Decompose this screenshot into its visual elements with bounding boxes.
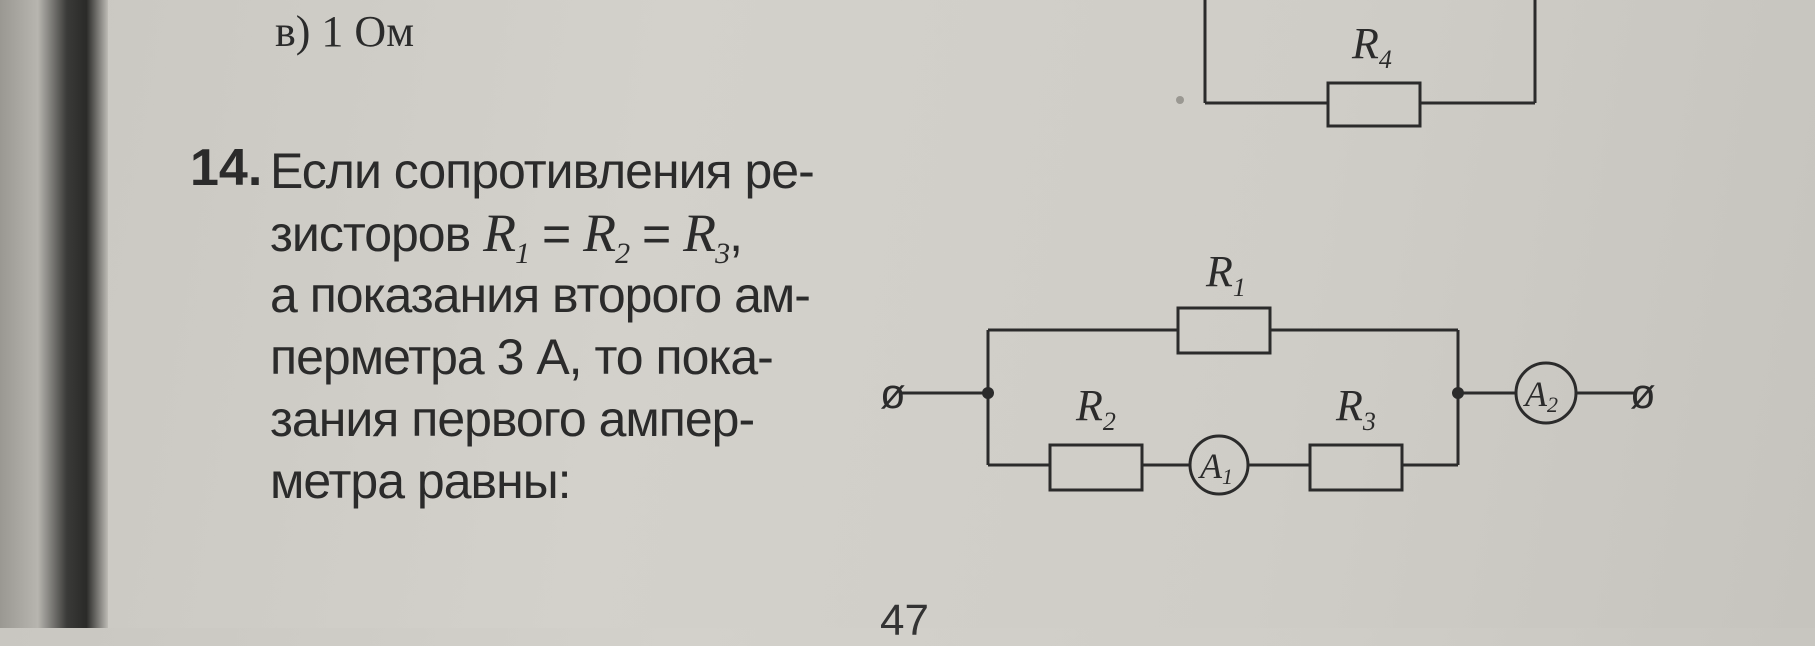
question-line-3: а показания второго ам-	[270, 267, 811, 323]
left-junction	[982, 387, 994, 399]
resistor-r4	[1326, 81, 1422, 128]
resistor-r1	[1176, 306, 1272, 355]
top-circuit	[1203, 0, 1537, 128]
r1-symbol: R1	[483, 203, 530, 270]
question-line-6: метра равны:	[270, 453, 572, 509]
circuit-diagrams: R4 ø ø R1 R2 R3 A1 A2	[880, 0, 1656, 496]
r2-symbol: R2	[583, 203, 630, 270]
question-line-1: Если сопротивления ре-	[270, 143, 815, 199]
comma: ,	[729, 206, 743, 262]
r2-label: R2	[1075, 381, 1116, 436]
r3-symbol: R3	[683, 203, 730, 270]
question-line-4: перметра 3 А, то пока-	[270, 329, 774, 385]
previous-answer-option: в) 1 Ом	[275, 7, 415, 56]
r1-label: R1	[1205, 247, 1246, 302]
equals-sign-2: =	[642, 206, 671, 262]
left-terminal: ø	[880, 370, 906, 417]
paper-speck	[1176, 96, 1184, 104]
resistor-r3	[1308, 443, 1404, 492]
resistor-r2	[1048, 443, 1144, 492]
question-number: 14.	[190, 139, 263, 197]
a1-label: A1	[1198, 446, 1233, 489]
question-line-5: зания первого ампер-	[270, 391, 755, 447]
right-junction	[1452, 387, 1464, 399]
r3-label: R3	[1335, 381, 1376, 436]
equals-sign: =	[542, 206, 571, 262]
page-number: 47	[880, 596, 929, 645]
question-line-2-prefix: зисторов	[270, 206, 471, 262]
r4-label: R4	[1351, 19, 1392, 74]
book-spine	[0, 0, 108, 628]
a2-label: A2	[1523, 374, 1558, 417]
question-line-2: зисторов R1 = R2 = R3,	[270, 202, 743, 285]
right-terminal: ø	[1630, 370, 1656, 417]
